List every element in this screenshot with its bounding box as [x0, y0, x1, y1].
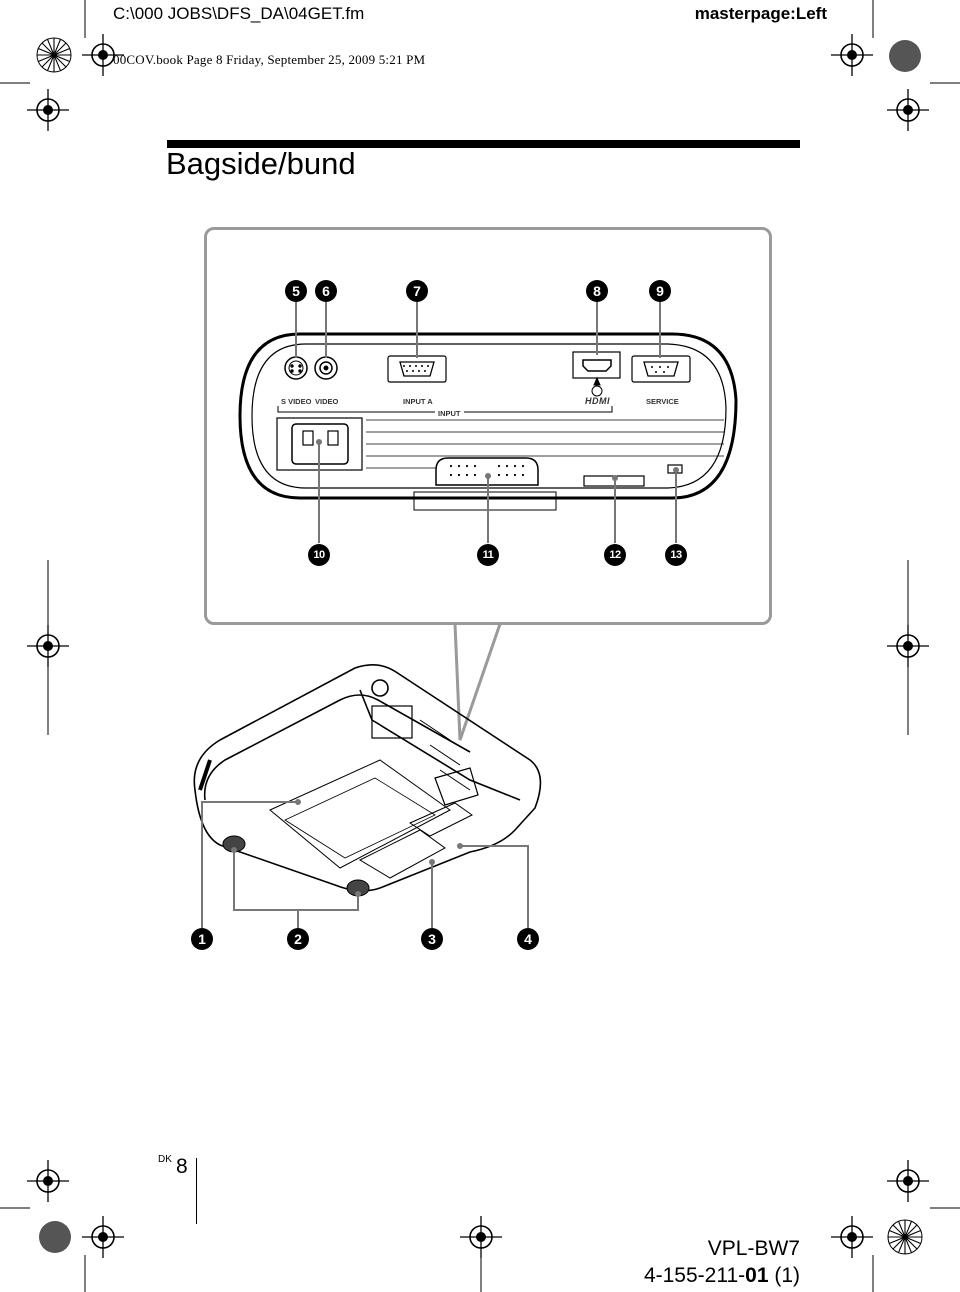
- part-number: 4-155-211-01 (1): [644, 1264, 800, 1288]
- callout-badge-12: 12: [604, 544, 626, 566]
- registration-mark-icon: [26, 88, 70, 132]
- page-number: 8: [176, 1155, 188, 1178]
- star-target-icon: [887, 1219, 923, 1255]
- leader-lines-top: [295, 302, 677, 543]
- port-label-input-a: INPUT A: [403, 397, 433, 406]
- leader-lines-bottom: [201, 801, 529, 928]
- callout-badge-6: 6: [315, 280, 337, 302]
- adjuster-feet: [222, 835, 370, 897]
- callout-badge-13: 13: [665, 544, 687, 566]
- registration-mark-icon: [886, 1159, 930, 1203]
- rear-panel-callout-box: [204, 227, 772, 625]
- callout-badge-4: 4: [517, 928, 539, 950]
- title-rule: [167, 140, 800, 148]
- registration-mark-icon: [26, 624, 70, 668]
- registration-mark-icon: [26, 1159, 70, 1203]
- callout-badge-5: 5: [285, 280, 307, 302]
- gray-target-icon: [39, 1221, 71, 1253]
- callout-badge-3: 3: [421, 928, 443, 950]
- registration-mark-icon: [886, 88, 930, 132]
- callout-badge-11: 11: [477, 544, 499, 566]
- page-number-rule: [196, 1158, 197, 1224]
- callout-pointer: [453, 622, 502, 741]
- vent-holes: [403, 365, 669, 477]
- callout-badge-8: 8: [586, 280, 608, 302]
- port-label-hdmi: HDMI: [585, 396, 610, 406]
- registration-mark-icon: [830, 33, 874, 77]
- registration-mark-icon: [886, 624, 930, 668]
- part-number-suffix: (1): [768, 1264, 800, 1287]
- header-filepath: C:\000 JOBS\DFS_DA\04GET.fm: [113, 4, 365, 23]
- callout-badge-10: 10: [308, 544, 330, 566]
- leader-dots-top: [316, 439, 679, 481]
- registration-mark-icon: [830, 1215, 874, 1259]
- header-masterpage: masterpage:Left: [694, 4, 827, 23]
- port-label-s-video: S VIDEO: [281, 397, 312, 406]
- gray-target-icon: [889, 40, 921, 72]
- port-label-service: SERVICE: [646, 397, 679, 406]
- part-number-prefix: 4-155-211-: [643, 1264, 746, 1287]
- book-info-line: 00COV.book Page 8 Friday, September 25, …: [113, 52, 426, 67]
- language-code: DK: [158, 1154, 172, 1165]
- leader-dots-bottom: [231, 799, 463, 897]
- port-label-video: VIDEO: [315, 397, 339, 406]
- model-number: VPL-BW7: [707, 1237, 800, 1260]
- callout-badge-7: 7: [406, 280, 428, 302]
- section-title: Bagside/bund: [166, 146, 356, 181]
- registration-mark-icon: [459, 1215, 503, 1259]
- callout-badge-1: 1: [191, 928, 213, 950]
- port-label-input: INPUT: [435, 409, 464, 418]
- star-target-icon: [36, 37, 72, 73]
- callout-badge-2: 2: [287, 928, 309, 950]
- part-number-bold: 01: [745, 1264, 769, 1287]
- projector-illustration: [193, 664, 542, 892]
- callout-badge-9: 9: [649, 280, 671, 302]
- registration-mark-icon: [81, 1215, 125, 1259]
